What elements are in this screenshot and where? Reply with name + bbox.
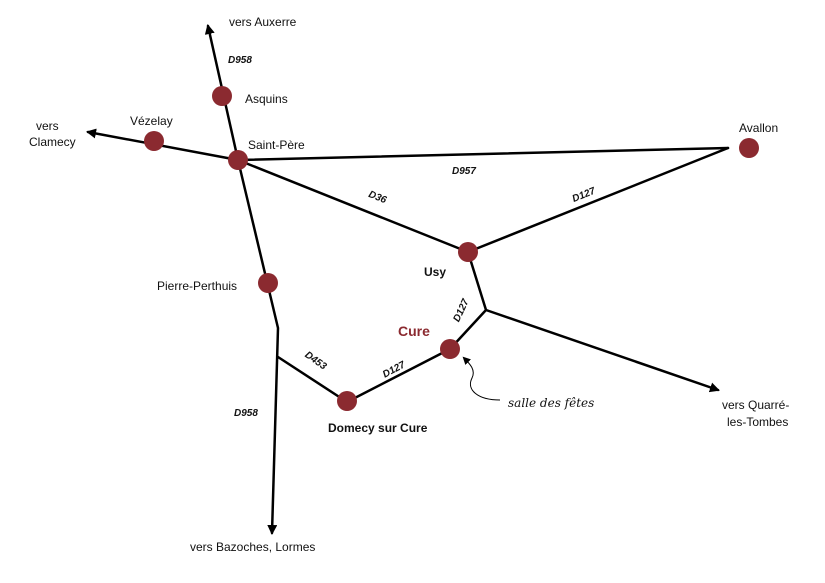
town-label-domecy: Domecy sur Cure xyxy=(328,421,428,435)
town-label-pierre-perthuis: Pierre-Perthuis xyxy=(157,279,237,293)
road-d127-domecy xyxy=(345,347,452,404)
road-d958-south xyxy=(236,158,280,535)
direction-bazoches: vers Bazoches, Lormes xyxy=(190,540,315,554)
road-d957 xyxy=(236,146,730,162)
road-d36 xyxy=(236,158,470,254)
direction-auxerre: vers Auxerre xyxy=(229,15,297,29)
town-label-usy: Usy xyxy=(424,265,446,279)
road-label-d957: D957 xyxy=(452,166,476,177)
road-label-d127-usy: D127 xyxy=(452,297,472,324)
town-marker-vezelay[interactable] xyxy=(144,131,164,151)
towns-layer xyxy=(144,86,759,411)
town-marker-cure[interactable] xyxy=(440,339,460,359)
direction-clamecy-line1: vers xyxy=(36,119,59,133)
town-marker-asquins[interactable] xyxy=(212,86,232,106)
town-marker-saint-pere[interactable] xyxy=(228,150,248,170)
town-label-saint-pere: Saint-Père xyxy=(248,138,305,152)
road-d127-avallon xyxy=(466,146,730,254)
road-to-clamecy xyxy=(86,128,240,162)
town-marker-pierre-perthuis[interactable] xyxy=(258,273,278,293)
road-label-d958-north: D958 xyxy=(228,55,252,66)
road-to-quarre xyxy=(484,308,720,393)
town-label-cure: Cure xyxy=(398,323,430,339)
town-label-asquins: Asquins xyxy=(245,92,288,106)
road-d453 xyxy=(276,355,349,404)
direction-quarre-line1: vers Quarré- xyxy=(722,398,789,412)
road-label-d453: D453 xyxy=(302,350,328,373)
town-marker-avallon[interactable] xyxy=(739,138,759,158)
annotation-salle-des-fetes: salle des fêtes xyxy=(508,396,594,410)
town-label-avallon: Avallon xyxy=(739,121,778,135)
road-label-d958-south: D958 xyxy=(234,408,258,419)
road-label-d36: D36 xyxy=(367,189,389,206)
town-marker-usy[interactable] xyxy=(458,242,478,262)
town-marker-domecy[interactable] xyxy=(337,391,357,411)
town-label-vezelay: Vézelay xyxy=(130,114,173,128)
roads-layer xyxy=(86,24,730,535)
annotation-arrow xyxy=(462,356,501,401)
direction-quarre-line2: les-Tombes xyxy=(727,415,788,429)
direction-clamecy-line2: Clamecy xyxy=(29,135,76,149)
